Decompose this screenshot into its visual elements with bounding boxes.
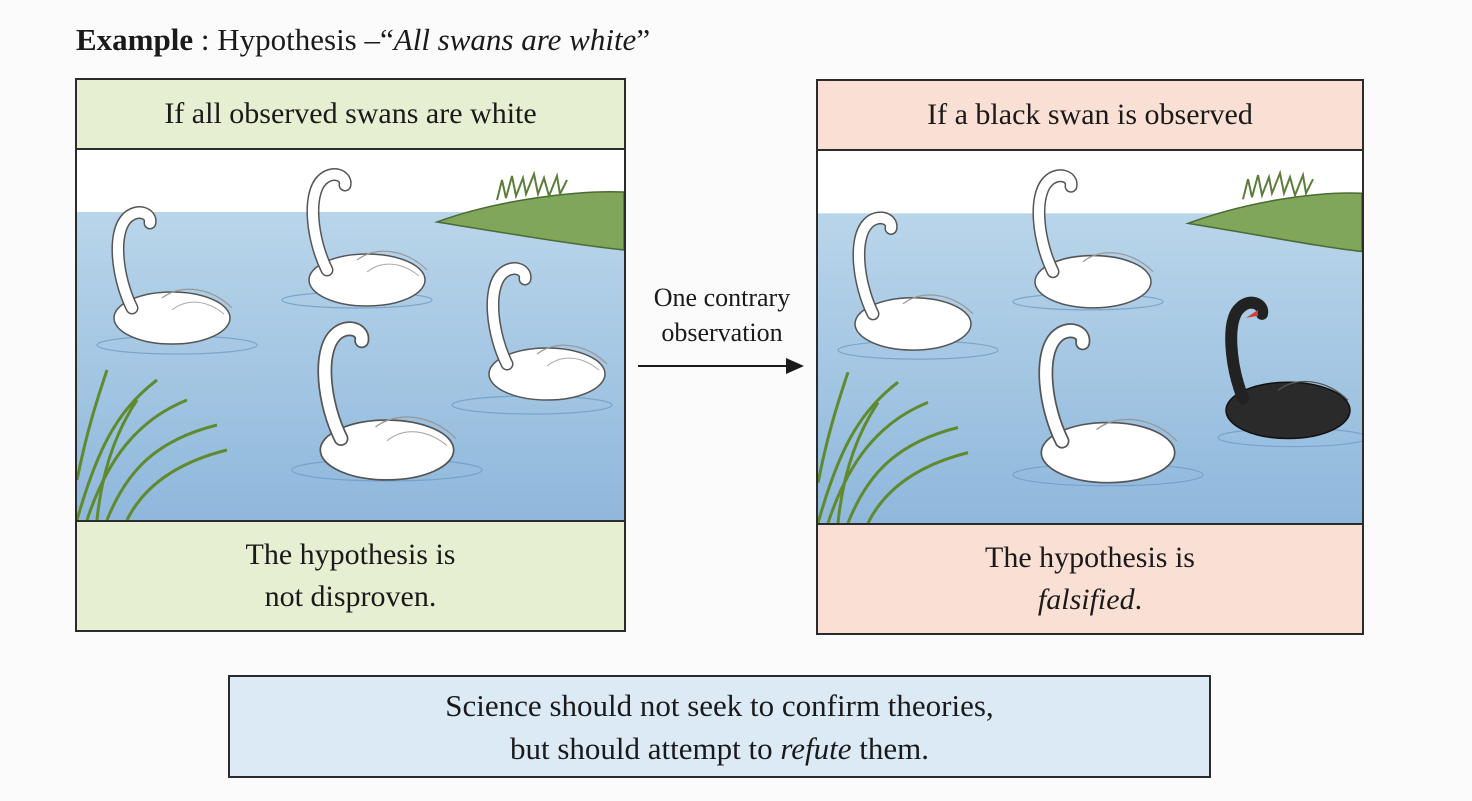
- conclusion-box: Science should not seek to confirm theor…: [228, 675, 1211, 778]
- conclusion-line2: but should attempt to refute them.: [510, 727, 929, 770]
- arrow-label-line1: One contrary: [653, 283, 791, 312]
- quote-open: “: [380, 22, 394, 57]
- conclusion-line2-start: but should attempt to: [509, 730, 781, 766]
- hypothesis-quote: All swans are white: [393, 22, 637, 57]
- right-footer-line2: falsified.: [1038, 579, 1142, 621]
- conclusion-line1: Science should not seek to confirm theor…: [445, 687, 994, 723]
- hypothesis-prefix: Hypothesis –: [217, 22, 380, 57]
- falsified-word: falsified: [1037, 583, 1135, 616]
- left-footer-line1: The hypothesis is: [245, 538, 456, 571]
- panel-white-swans: If all observed swans are white: [75, 78, 626, 632]
- diagram-title: Example : Hypothesis –“All swans are whi…: [76, 22, 650, 58]
- black-swan-illustration: [818, 151, 1362, 523]
- left-footer-line2: not disproven.: [264, 580, 437, 613]
- quote-close: ”: [636, 22, 651, 57]
- right-footer-line1: The hypothesis is: [985, 541, 1195, 574]
- panel-black-swan: If a black swan is observed: [816, 79, 1364, 635]
- panel-right-heading: If a black swan is observed: [818, 81, 1362, 151]
- panel-left-heading: If all observed swans are white: [77, 80, 624, 150]
- right-arrow-icon: [638, 358, 804, 374]
- black-swan: [1225, 296, 1351, 440]
- lake-scene-right: [818, 151, 1362, 523]
- example-label: Example: [76, 22, 194, 57]
- title-separator: :: [200, 22, 210, 57]
- refute-word: refute: [780, 730, 852, 766]
- falsified-period: .: [1134, 583, 1143, 616]
- arrow-label-line2: observation: [661, 318, 783, 347]
- panel-right-footer: The hypothesis is falsified.: [818, 523, 1362, 633]
- contrary-observation-connector: One contrary observation: [636, 280, 808, 376]
- lake-scene-left: [77, 150, 624, 520]
- conclusion-line2-end: them.: [851, 730, 930, 766]
- white-swans-illustration: [77, 150, 624, 520]
- panel-left-footer: The hypothesis is not disproven.: [77, 520, 624, 630]
